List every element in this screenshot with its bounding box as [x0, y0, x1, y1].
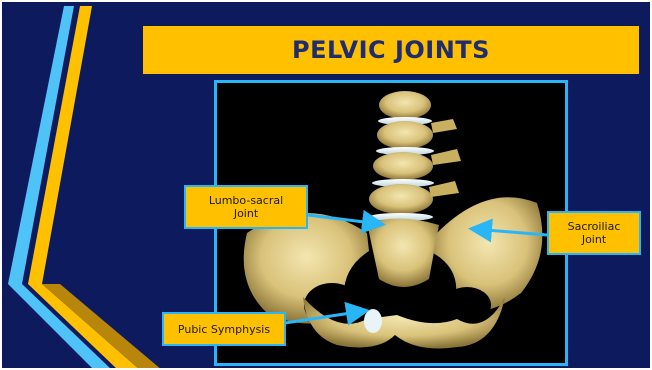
- title-bar: PELVIC JOINTS: [143, 26, 639, 74]
- sacroiliac-label: Sacroiliac Joint: [558, 220, 630, 246]
- gold-stripe: [28, 6, 140, 370]
- pubic-symphysis-label: Pubic Symphysis: [178, 323, 270, 336]
- pubic-symphysis-callout: Pubic Symphysis: [162, 312, 286, 346]
- gold-shadow-stripe: [42, 284, 162, 370]
- sacroiliac-callout: Sacroiliac Joint: [547, 211, 641, 255]
- lumbo-sacral-label: Lumbo-sacral Joint: [196, 194, 296, 220]
- lumbo-sacral-callout: Lumbo-sacral Joint: [184, 185, 308, 229]
- slide-title: PELVIC JOINTS: [292, 36, 490, 64]
- pubic-symphysis-cartilage: [364, 309, 382, 333]
- cyan-stripe: [8, 6, 112, 370]
